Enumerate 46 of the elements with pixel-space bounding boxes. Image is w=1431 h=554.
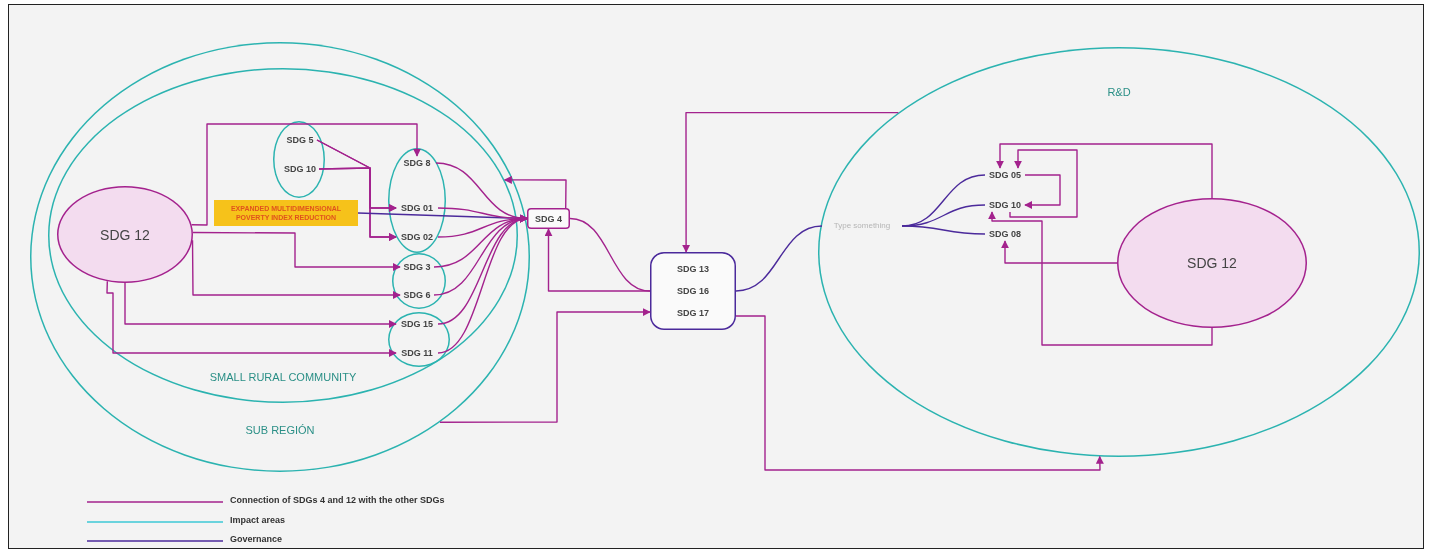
arrow <box>1001 240 1118 264</box>
legend-label: Governance <box>230 534 283 544</box>
highlight-box <box>214 200 358 226</box>
arrow <box>735 315 1104 471</box>
arrow <box>988 211 1213 346</box>
goal-label: SDG 6 <box>400 288 434 302</box>
arrow <box>192 231 401 271</box>
area-title: R&D <box>1106 86 1132 98</box>
arrow <box>544 228 651 292</box>
goal-label: SDG 17 <box>677 308 709 318</box>
goal-label: SDG 13 <box>677 264 709 274</box>
arrow <box>503 175 567 209</box>
arrow <box>996 143 1213 199</box>
goal-label: SDG 10 <box>985 198 1025 212</box>
arrow <box>1024 174 1061 209</box>
area-title: SUB REGIÓN <box>244 424 316 436</box>
legend-label: Connection of SDGs 4 and 12 with the other SDGs <box>230 495 445 505</box>
goal-label: SDG 10 <box>281 162 319 176</box>
connector-line <box>735 225 823 292</box>
arrow <box>439 308 651 423</box>
governance-box <box>650 252 736 330</box>
goal-label: SDG 4 <box>535 213 562 224</box>
goal-label: SDG 12 <box>1187 255 1237 271</box>
arrow <box>318 167 397 241</box>
goal-label: SDG 5 <box>283 133 317 147</box>
goal-label: SDG 05 <box>985 168 1025 182</box>
goal-label: SDG 02 <box>396 230 438 244</box>
arrow <box>191 239 401 299</box>
goal-label: SDG 01 <box>396 201 438 215</box>
arrow <box>190 123 421 226</box>
arrow <box>682 111 899 253</box>
connector-line <box>901 225 986 235</box>
goal-label: SDG 8 <box>398 156 436 170</box>
arrow <box>124 282 397 328</box>
goal-label: SDG 3 <box>400 260 434 274</box>
goal-label: SDG 15 <box>396 317 438 331</box>
arrow <box>106 280 397 357</box>
goal-label: SDG 16 <box>677 286 709 296</box>
goal-label: SDG 11 <box>396 346 438 360</box>
goal-box <box>527 208 570 229</box>
area-title: SMALL RURAL COMMUNITY <box>208 371 358 383</box>
legend-label: Impact areas <box>230 514 286 525</box>
arrow <box>437 216 528 354</box>
goal-label: SDG 08 <box>985 227 1025 241</box>
arrow <box>1009 149 1078 218</box>
goal-label: SDG 12 <box>100 226 150 243</box>
